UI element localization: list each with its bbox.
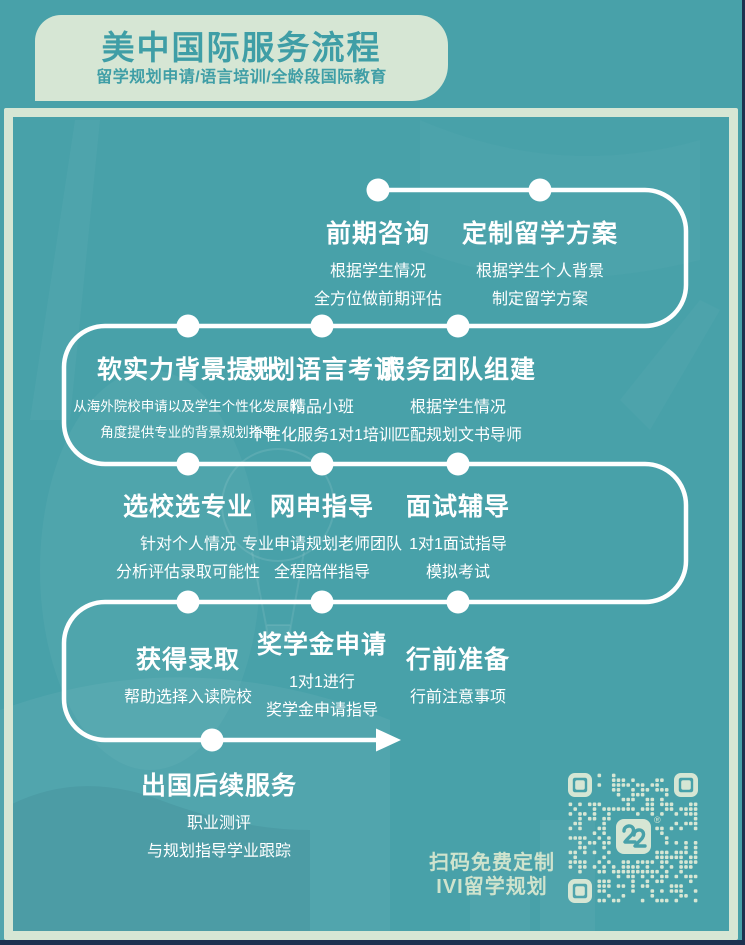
flow-node-dot bbox=[200, 728, 224, 752]
flow-node-dot bbox=[446, 452, 470, 476]
step-title: 服务团队组建 bbox=[379, 356, 537, 384]
step-title: 软实力背景提升 bbox=[96, 356, 279, 384]
step-desc-line: 帮助选择入读院校 bbox=[123, 688, 253, 706]
step-desc-line: 全方位做前期评估 bbox=[313, 290, 443, 308]
flow-node-dot bbox=[176, 452, 200, 476]
flow-node-dot bbox=[176, 590, 200, 614]
qr-caption: 扫码免费定制 IVI留学规划 bbox=[424, 851, 560, 899]
step-desc-line: 根据学生情况 bbox=[329, 262, 427, 280]
step-title: 出国后续服务 bbox=[140, 772, 298, 800]
step-card-custom-plan: 定制留学方案 根据学生个人背景 制定留学方案 bbox=[462, 220, 618, 314]
step-desc-line: 根据学生情况 bbox=[409, 398, 507, 416]
step-desc-line: 精品小班 bbox=[289, 398, 355, 416]
flow-node-dots bbox=[176, 178, 552, 752]
step-desc-line: 行前注意事项 bbox=[409, 688, 507, 706]
step-title: 网申指导 bbox=[269, 493, 375, 521]
step-desc-line: 奖学金申请指导 bbox=[265, 701, 379, 719]
step-desc-line: 职业测评 bbox=[186, 814, 252, 832]
step-card-interview-coaching: 面试辅导 1对1面试指导 模拟考试 bbox=[406, 493, 510, 587]
registered-mark-icon: ® bbox=[654, 815, 661, 825]
step-card-soft-skills: 软实力背景提升 从海外院校申请以及学生个性化发展的 角度提供专业的背景规划指导 bbox=[73, 356, 303, 446]
flow-node-dot bbox=[310, 590, 334, 614]
flow-snake-line bbox=[61, 187, 689, 743]
step-desc-line: 与规划指导学业跟踪 bbox=[146, 842, 292, 860]
step-desc-line: 角度提供专业的背景规划指导 bbox=[100, 424, 276, 440]
step-desc-line: 分析评估录取可能性 bbox=[115, 563, 261, 581]
step-desc-line: 根据学生个人背景 bbox=[475, 262, 605, 280]
qr-finder-top-right bbox=[674, 773, 699, 798]
step-card-admission: 获得录取 帮助选择入读院校 bbox=[124, 646, 252, 712]
flow-node-dot bbox=[446, 590, 470, 614]
qr-code: ® bbox=[568, 773, 699, 904]
step-title: 获得录取 bbox=[135, 646, 241, 674]
step-desc-line: 专业申请规划老师团队 bbox=[241, 535, 403, 553]
flow-node-dot bbox=[310, 314, 334, 338]
step-desc-line: 全程陪伴指导 bbox=[273, 563, 371, 581]
step-card-scholarship: 奖学金申请 1对1进行 奖学金申请指导 bbox=[257, 631, 387, 725]
step-desc-line: 针对个人情况 bbox=[139, 535, 237, 553]
step-title: 选校选专业 bbox=[122, 493, 254, 521]
flow-node-dot bbox=[310, 452, 334, 476]
bottom-navy-strip bbox=[0, 940, 745, 945]
step-card-online-application: 网申指导 专业申请规划老师团队 全程陪伴指导 bbox=[242, 493, 402, 587]
qr-caption-line2: IVI留学规划 bbox=[436, 876, 548, 898]
step-desc-line: 匹配规划文书导师 bbox=[393, 426, 523, 444]
step-title: 前期咨询 bbox=[325, 220, 431, 248]
flow-node-dot bbox=[446, 314, 470, 338]
step-desc-line: 制定留学方案 bbox=[491, 290, 589, 308]
step-desc-line: 个性化服务1对1培训 bbox=[249, 426, 395, 444]
step-title: 定制留学方案 bbox=[461, 220, 619, 248]
header-card: 美中国际服务流程 留学规划申请/语言培训/全龄段国际教育 bbox=[35, 15, 448, 101]
step-title: 行前准备 bbox=[405, 646, 511, 674]
step-card-followup-service: 出国后续服务 职业测评 与规划指导学业跟踪 bbox=[141, 772, 297, 866]
qr-finder-top-left bbox=[568, 773, 593, 798]
flow-node-dot bbox=[176, 314, 200, 338]
flow-arrowhead-icon bbox=[376, 728, 401, 752]
step-card-predeparture: 行前准备 行前注意事项 bbox=[406, 646, 510, 712]
right-navy-strip bbox=[742, 0, 745, 945]
step-desc-line: 模拟考试 bbox=[425, 563, 491, 581]
page-subtitle: 留学规划申请/语言培训/全龄段国际教育 bbox=[96, 68, 387, 86]
step-card-language-test: 规划语言考试 精品小班 个性化服务1对1培训 bbox=[244, 356, 400, 450]
step-card-school-major: 选校选专业 针对个人情况 分析评估录取可能性 bbox=[116, 493, 260, 587]
step-title: 奖学金申请 bbox=[256, 631, 388, 659]
step-desc-line: 1对1进行 bbox=[289, 673, 355, 691]
step-card-service-team: 服务团队组建 根据学生情况 匹配规划文书导师 bbox=[380, 356, 536, 450]
step-title: 面试辅导 bbox=[405, 493, 511, 521]
step-title: 规划语言考试 bbox=[243, 356, 401, 384]
step-desc-line: 1对1面试指导 bbox=[409, 535, 507, 553]
qr-modules bbox=[568, 773, 698, 903]
step-desc-line: 从海外院校申请以及学生个性化发展的 bbox=[73, 398, 303, 414]
page-title: 美中国际服务流程 bbox=[101, 28, 382, 66]
step-card-early-consult: 前期咨询 根据学生情况 全方位做前期评估 bbox=[314, 220, 442, 314]
qr-caption-line1: 扫码免费定制 bbox=[429, 852, 555, 874]
flow-node-dot bbox=[366, 178, 390, 202]
flow-node-dot bbox=[528, 178, 552, 202]
qr-center-logo: ® bbox=[616, 815, 661, 854]
qr-finder-bottom-left bbox=[568, 879, 593, 904]
